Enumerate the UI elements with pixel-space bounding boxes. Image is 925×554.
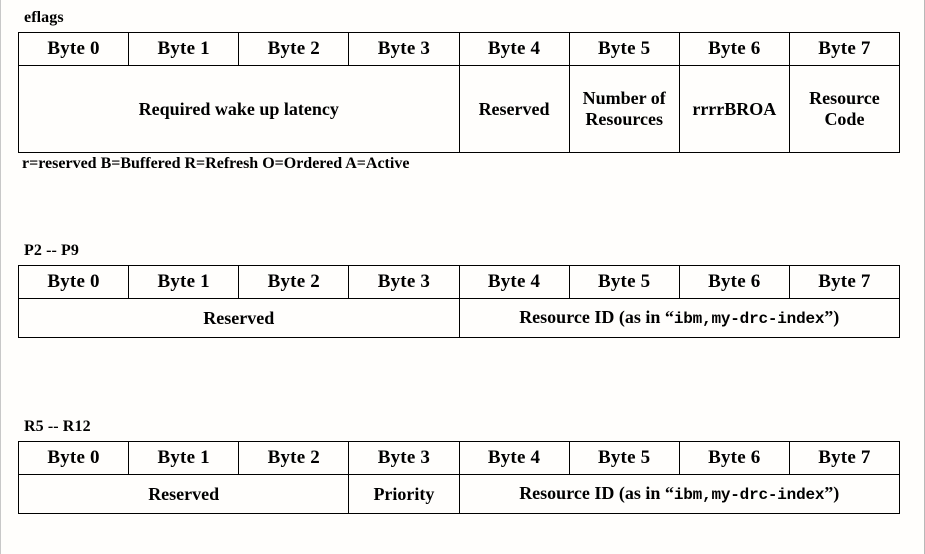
field-reserved: Reserved bbox=[458, 65, 570, 153]
field-resource-id: Resource ID (as in “ibm,my-drc-index”) bbox=[458, 298, 900, 338]
diagram-p2-p9: P2 -- P9 Byte 0 Byte 1 Byte 2 Byte 3 Byt… bbox=[17, 241, 901, 338]
diagram-r5-r12: R5 -- R12 Byte 0 Byte 1 Byte 2 Byte 3 By… bbox=[17, 417, 901, 514]
byte-table-eflags: Byte 0 Byte 1 Byte 2 Byte 3 Byte 4 Byte … bbox=[17, 32, 901, 153]
byte-header-7: Byte 7 bbox=[788, 265, 901, 299]
resource-id-property-name: ibm,my-drc-index bbox=[673, 309, 825, 328]
field-reserved: Reserved bbox=[18, 298, 460, 338]
field-row: Reserved Resource ID (as in “ibm,my-drc-… bbox=[18, 298, 900, 338]
byte-header-2: Byte 2 bbox=[238, 441, 350, 475]
byte-header-2: Byte 2 bbox=[238, 32, 350, 66]
field-resource-code: Resource Code bbox=[788, 65, 901, 153]
field-number-of-resources: Number of Resources bbox=[568, 65, 680, 153]
resource-id-suffix: ”) bbox=[824, 306, 840, 327]
diagram-label-p2-p9: P2 -- P9 bbox=[24, 242, 80, 259]
byte-header-0: Byte 0 bbox=[17, 265, 130, 299]
field-resource-id: Resource ID (as in “ibm,my-drc-index”) bbox=[458, 474, 900, 514]
diagram-eflags: eflags Byte 0 Byte 1 Byte 2 Byte 3 Byte … bbox=[17, 8, 901, 173]
byte-header-6: Byte 6 bbox=[678, 265, 790, 299]
byte-header-0: Byte 0 bbox=[17, 32, 130, 66]
byte-header-1: Byte 1 bbox=[128, 441, 240, 475]
byte-header-7: Byte 7 bbox=[788, 441, 901, 475]
byte-table-p2-p9: Byte 0 Byte 1 Byte 2 Byte 3 Byte 4 Byte … bbox=[17, 265, 901, 338]
field-priority: Priority bbox=[348, 474, 460, 514]
field-row: Required wake up latency Reserved Number… bbox=[18, 65, 901, 153]
resource-id-suffix: ”) bbox=[824, 482, 840, 503]
resource-id-prefix: Resource ID (as in “ bbox=[519, 482, 674, 503]
field-reserved: Reserved bbox=[17, 474, 350, 514]
flag-bit-legend: r=reserved B=Buffered R=Refresh O=Ordere… bbox=[22, 155, 410, 172]
field-required-wake-up-latency: Required wake up latency bbox=[18, 65, 460, 153]
resource-id-prefix: Resource ID (as in “ bbox=[519, 306, 674, 327]
diagram-label-eflags: eflags bbox=[24, 9, 64, 26]
byte-header-4: Byte 4 bbox=[458, 441, 570, 475]
byte-header-6: Byte 6 bbox=[678, 32, 790, 66]
byte-header-4: Byte 4 bbox=[458, 265, 570, 299]
byte-header-3: Byte 3 bbox=[348, 441, 460, 475]
field-flag-bits: rrrrBROA bbox=[678, 65, 790, 153]
byte-header-row: Byte 0 Byte 1 Byte 2 Byte 3 Byte 4 Byte … bbox=[17, 265, 901, 299]
resource-id-property-name: ibm,my-drc-index bbox=[673, 485, 825, 504]
byte-header-7: Byte 7 bbox=[788, 32, 901, 66]
byte-header-5: Byte 5 bbox=[568, 441, 680, 475]
byte-header-5: Byte 5 bbox=[568, 265, 680, 299]
byte-header-5: Byte 5 bbox=[568, 32, 680, 66]
byte-header-0: Byte 0 bbox=[17, 441, 130, 475]
byte-table-r5-r12: Byte 0 Byte 1 Byte 2 Byte 3 Byte 4 Byte … bbox=[17, 441, 901, 514]
byte-header-1: Byte 1 bbox=[128, 265, 240, 299]
byte-header-row: Byte 0 Byte 1 Byte 2 Byte 3 Byte 4 Byte … bbox=[17, 32, 901, 66]
byte-header-3: Byte 3 bbox=[348, 265, 460, 299]
byte-header-1: Byte 1 bbox=[128, 32, 240, 66]
byte-header-3: Byte 3 bbox=[348, 32, 460, 66]
byte-header-row: Byte 0 Byte 1 Byte 2 Byte 3 Byte 4 Byte … bbox=[17, 441, 901, 475]
byte-header-2: Byte 2 bbox=[238, 265, 350, 299]
byte-header-6: Byte 6 bbox=[678, 441, 790, 475]
diagram-label-r5-r12: R5 -- R12 bbox=[24, 418, 91, 435]
field-row: Reserved Priority Resource ID (as in “ib… bbox=[17, 474, 900, 514]
byte-header-4: Byte 4 bbox=[458, 32, 570, 66]
